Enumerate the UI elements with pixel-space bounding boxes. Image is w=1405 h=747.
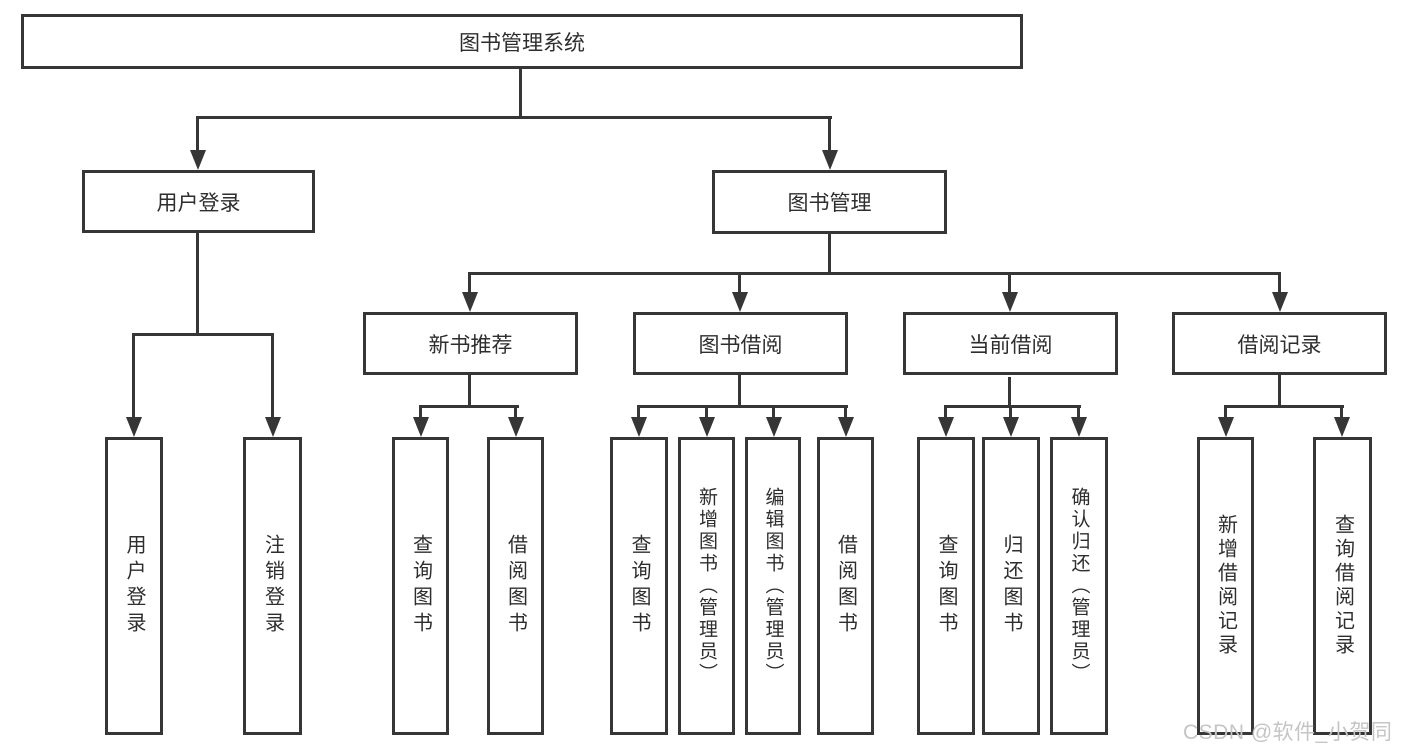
connector-line [1009,405,1012,419]
leaf-query-books-borrowing: 查询图书 [610,437,668,735]
connector-line [468,272,1281,275]
leaf-query-borrow-record: 查询借阅记录 [1313,437,1372,735]
connector-line [468,375,471,408]
leaf-query-books-recommend: 查询图书 [392,437,449,735]
connector-line [1278,375,1281,408]
leaf-confirm-return-admin: 确认归还（管理员） [1050,437,1108,735]
connector-line [271,333,274,418]
connector-line [132,333,274,336]
arrowhead-down [699,417,715,437]
leaf-query-books-current: 查询图书 [917,437,975,735]
arrowhead-down [126,417,142,437]
connector-line [1340,405,1343,419]
connector-line [514,405,517,419]
leaf-edit-books-admin: 编辑图书（管理员） [745,437,801,735]
connector-line [1278,272,1281,294]
leaf-logout-login: 注销登录 [243,437,302,735]
connector-line [637,405,640,419]
arrowhead-down [1003,417,1019,437]
connector-line [1224,405,1227,419]
connector-line [1224,405,1344,408]
connector-line [844,405,847,419]
connector-line [132,333,135,418]
arrowhead-down [265,417,281,437]
node-book-borrowing: 图书借阅 [633,312,848,375]
connector-line [772,405,775,419]
connector-line [944,405,947,419]
connector-line [705,405,708,419]
node-library-management-system: 图书管理系统 [21,14,1023,69]
arrowhead-down [732,292,748,312]
connector-line [197,116,832,119]
arrowhead-down [462,292,478,312]
leaf-borrow-books-recommend: 借阅图书 [487,437,544,735]
arrowhead-down [822,150,838,170]
arrowhead-down [190,150,206,170]
arrowhead-down [838,417,854,437]
connector-line [738,272,741,294]
connector-line [944,405,1081,408]
arrowhead-down [1334,417,1350,437]
arrowhead-down [1071,417,1087,437]
arrowhead-down [413,417,429,437]
leaf-add-borrow-record: 新增借阅记录 [1197,437,1254,735]
csdn-watermark: CSDN @软件_小贺同学 [1183,721,1393,744]
connector-line [419,405,519,408]
arrowhead-down [508,417,524,437]
arrowhead-down [766,417,782,437]
connector-line [1008,272,1011,294]
connector-line [196,116,199,152]
connector-line [828,234,831,274]
connector-line [196,233,199,335]
node-borrowing-records: 借阅记录 [1172,312,1387,375]
connector-line [828,116,831,152]
leaf-user-login: 用户登录 [105,437,163,735]
arrowhead-down [631,417,647,437]
node-book-management: 图书管理 [712,170,947,234]
connector-line [1077,405,1080,419]
leaf-add-books-admin: 新增图书（管理员） [678,437,735,735]
leaf-borrow-books: 借阅图书 [817,437,874,735]
connector-line [468,272,471,294]
arrowhead-down [1218,417,1234,437]
connector-line [738,375,741,408]
connector-line [519,68,522,119]
arrowhead-down [1272,292,1288,312]
arrowhead-down [1002,292,1018,312]
node-user-login: 用户登录 [82,170,315,233]
node-current-borrowing: 当前借阅 [903,312,1118,375]
arrowhead-down [938,417,954,437]
leaf-return-books: 归还图书 [982,437,1040,735]
connector-line [419,405,422,419]
connector-line [637,405,848,408]
node-new-book-recommend: 新书推荐 [363,312,578,375]
connector-line [1008,377,1011,408]
